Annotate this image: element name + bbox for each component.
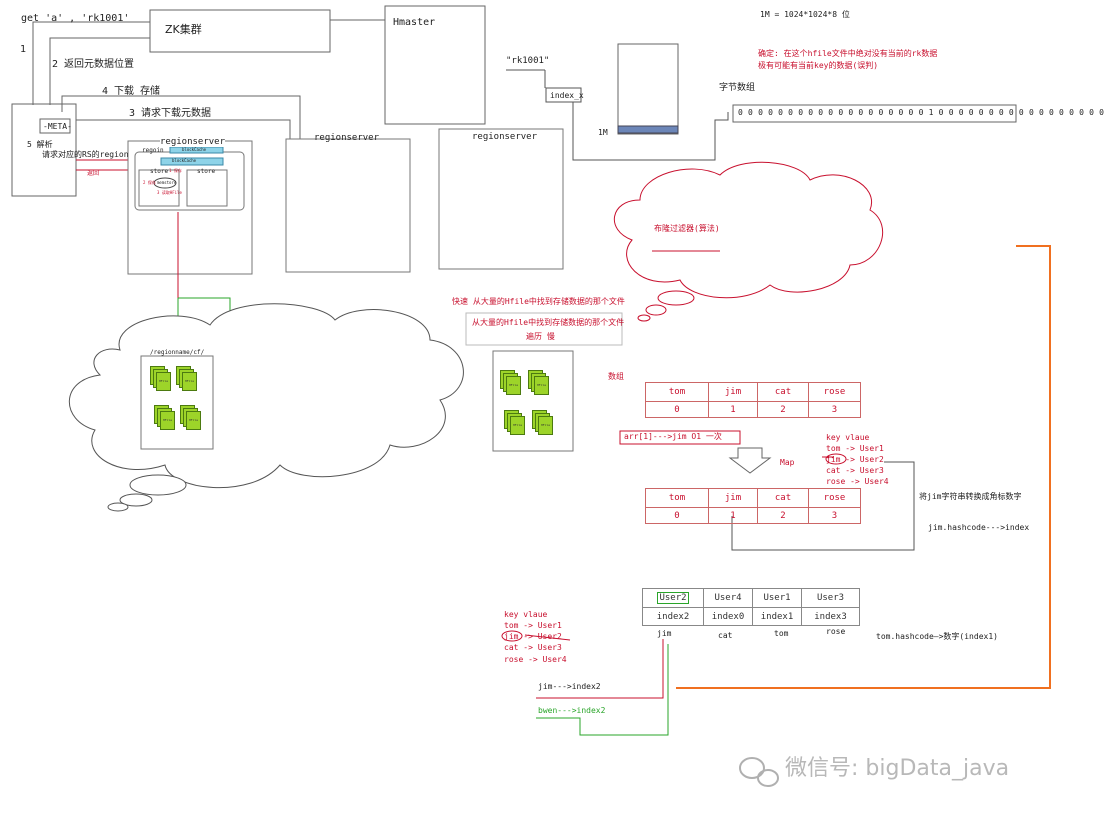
array-table: tom jim cat rose 0 1 2 3: [645, 382, 861, 418]
step-4-label: 4 下载 存储: [102, 86, 161, 97]
array-label: 数组: [608, 372, 624, 381]
map-label: Map: [780, 458, 795, 467]
hfile-icon: HFile: [534, 376, 549, 395]
slow-note-2: 遍历 慢: [526, 332, 555, 341]
kv-row: tom -> User1: [826, 444, 884, 453]
index-x-label: index_x: [550, 91, 584, 100]
step-1-label: 1: [20, 44, 27, 55]
hfile-icon: HFile: [538, 416, 553, 435]
array-index-cell: 2: [757, 401, 809, 418]
hfile-icon: HFile: [506, 376, 521, 395]
bloom-filter-label: 布隆过滤器(算法): [654, 224, 720, 233]
step-2-label: 2 返回元数据位置: [52, 59, 135, 70]
hfile-icon: HFile: [186, 411, 201, 430]
hfile-icon: HFile: [160, 411, 175, 430]
blockcache-top-label: blockCache: [182, 147, 207, 152]
hash-key: tom: [774, 629, 789, 638]
one-m-label: 1M: [598, 128, 608, 137]
map-index-cell: 1: [708, 507, 758, 524]
byte-array-label: 字节数组: [719, 83, 756, 93]
jim-index-note: jim--->index2: [538, 682, 601, 691]
store-1-label: store: [150, 168, 169, 175]
kv-title: key vlaue: [826, 433, 870, 442]
hfile-icon: HFile: [182, 372, 197, 391]
hash-kv-row: cat -> User3: [504, 643, 562, 652]
hash-user-cell: User3: [801, 588, 860, 608]
memstore-label: memstore: [157, 180, 177, 185]
map-index-cell: 0: [645, 507, 709, 524]
diagram-lines: [11, 5, 1051, 787]
one-m-formula: 1M = 1024*1024*8 位: [760, 10, 850, 19]
mem-note-3: 3 读取HFile: [157, 190, 182, 195]
array-index-cell: 0: [645, 401, 709, 418]
arr-access-note: arr[1]--->jim O1 一次: [624, 432, 722, 441]
bit-array: 0 0 0 0 0 0 0 0 0 0 0 0 0 0 0 0 0 0 0 1 …: [738, 108, 1104, 117]
hash-table: User2 User4 User1 User3 index2 index0 in…: [642, 588, 860, 626]
step-3-label: 3 请求下载元数据: [129, 108, 212, 119]
map-header-cell: tom: [645, 488, 709, 508]
hash-index-cell: index1: [752, 607, 802, 626]
hash-index-cell: index2: [642, 607, 704, 626]
step-5-label: 5 解析: [27, 140, 53, 149]
hash-index-cell: index3: [801, 607, 860, 626]
regionserver-3-label: regionserver: [472, 132, 538, 142]
array-header-cell: cat: [757, 382, 809, 402]
hash-kv-row: rose -> User4: [504, 655, 567, 664]
slow-note-1: 从大量的Hfile中找到存储数据的那个文件: [472, 318, 625, 327]
hash-kv-row: jim -> User2: [504, 632, 562, 641]
array-header-cell: jim: [708, 382, 758, 402]
step-5-detail: 请求对应的RS的region: [42, 150, 129, 159]
kv-row: rose -> User4: [826, 477, 889, 486]
certain-note: 确定: 在这个hfile文件中绝对没有当前的rk数据: [758, 49, 938, 58]
hash-index-cell: index0: [703, 607, 753, 626]
mem-note-2: 2 保存: [143, 180, 156, 185]
hfile-icon: HFile: [156, 372, 171, 391]
hash-key: cat: [718, 631, 733, 640]
hashcode-note: jim.hashcode--->index: [928, 523, 1030, 532]
blockcache-label: blockCache: [172, 158, 197, 163]
hash-user-cell: User1: [752, 588, 802, 608]
return-label: 返回: [87, 170, 100, 177]
string-to-index-note: 将jim字符串转换成角标数字: [919, 492, 1022, 501]
bwen-index-note: bwen--->index2: [538, 706, 606, 715]
hash-user-cell: User4: [703, 588, 753, 608]
hdfs-path-label: /regionname/cf/: [150, 349, 205, 356]
kv-row: jim -> User2: [826, 455, 884, 464]
array-header-cell: rose: [808, 382, 861, 402]
hash-user-cell: User2: [642, 588, 704, 608]
maybe-note: 极有可能有当前key的数据(误判): [758, 61, 879, 70]
hfile-icon: HFile: [510, 416, 525, 435]
array-index-cell: 1: [708, 401, 758, 418]
store-2-label: store: [197, 168, 216, 175]
region-label: regoin: [142, 147, 164, 154]
map-header-cell: jim: [708, 488, 758, 508]
hash-kv-row: tom -> User1: [504, 621, 562, 630]
tom-hash-note: tom.hashcode—>数字(index1): [876, 632, 998, 641]
map-header-cell: cat: [757, 488, 809, 508]
array-header-cell: tom: [645, 382, 709, 402]
map-header-cell: rose: [808, 488, 861, 508]
watermark-text: 微信号: bigData_java: [785, 756, 1010, 781]
kv-row: cat -> User3: [826, 466, 884, 475]
diagram-canvas: { "top_flow": { "get_cmd": "get 'a' , 'r…: [11, 5, 1104, 787]
array-index-cell: 3: [808, 401, 861, 418]
hash-user-value: User2: [657, 592, 689, 604]
map-table: tom jim cat rose 0 1 2 3: [645, 488, 861, 524]
hash-key: jim: [657, 629, 672, 638]
regionserver-2-label: regionserver: [314, 133, 380, 143]
fast-note: 快速 从大量的Hfile中找到存储数据的那个文件: [452, 297, 625, 306]
hash-kv-title: key vlaue: [504, 610, 548, 619]
mem-note-1: 1 保存: [169, 168, 182, 173]
regionserver-1-label: regionserver: [160, 137, 226, 147]
rk-key-label: "rk1001": [506, 56, 550, 66]
meta-label: -META-: [43, 122, 72, 131]
hash-key: rose: [826, 627, 846, 636]
map-index-cell: 3: [808, 507, 861, 524]
map-index-cell: 2: [757, 507, 809, 524]
hmaster-label: Hmaster: [393, 17, 436, 28]
get-command: get 'a' , 'rk1001': [21, 13, 130, 24]
zk-cluster-label: ZK集群: [165, 23, 202, 36]
